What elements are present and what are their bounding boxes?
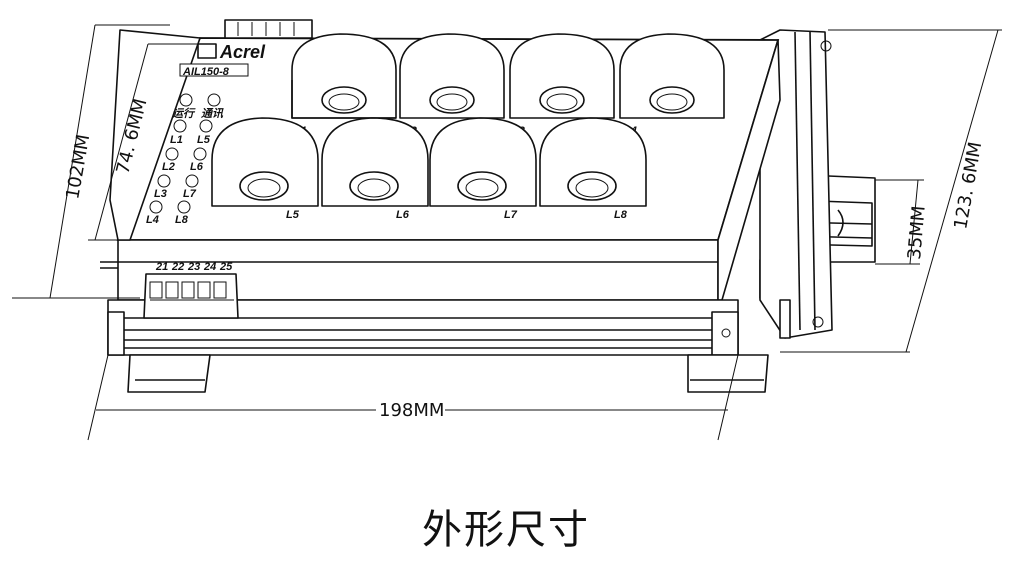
dim-102: 102MM: [62, 133, 94, 201]
ct-l7: L7: [429, 117, 537, 221]
led-label-l4: L4: [146, 214, 159, 226]
dim-123: 123. 6MM: [950, 140, 986, 231]
led-label-l8: L8: [175, 214, 189, 226]
caption-title: 外形尺寸: [422, 507, 590, 553]
brand-text: Acrel: [219, 42, 266, 62]
model-plate: AIL150-8: [179, 63, 249, 78]
brand-logo: Acrel: [197, 42, 266, 62]
ct-l8: L8: [539, 117, 647, 221]
ct-l4: L4: [619, 33, 725, 137]
svg-text:L5: L5: [286, 209, 300, 221]
terminal-24: 24: [203, 261, 216, 273]
led-label-l3: L3: [154, 188, 167, 200]
led-label-l1: L1: [170, 134, 183, 146]
ct-front-row: L5 L6 L7 L8: [211, 117, 647, 221]
indicator-panel: 运行 通讯 L1 L5 L2 L6 L3 L7 L4 L8: [146, 93, 224, 226]
led-label-l6: L6: [190, 161, 204, 173]
run-label: 运行: [172, 107, 196, 120]
led-label-l7: L7: [183, 188, 197, 200]
svg-text:L8: L8: [614, 209, 628, 221]
ct-l6: L6: [321, 117, 429, 221]
terminal-22: 22: [171, 261, 184, 273]
svg-text:L6: L6: [396, 209, 410, 221]
led-label-l2: L2: [162, 161, 175, 173]
terminal-21: 21: [155, 261, 168, 273]
svg-text:L7: L7: [504, 209, 518, 221]
comm-label: 通讯: [201, 107, 224, 120]
ct-l5: L5: [211, 117, 319, 221]
led-label-l5: L5: [197, 134, 211, 146]
terminal-block: 21 22 23 24 25: [143, 261, 239, 319]
terminal-25: 25: [219, 261, 233, 273]
dim-198: 198MM: [379, 400, 444, 421]
dim-35: 35MM: [904, 205, 930, 261]
terminal-23: 23: [187, 261, 200, 273]
model-text: AIL150-8: [182, 66, 230, 78]
